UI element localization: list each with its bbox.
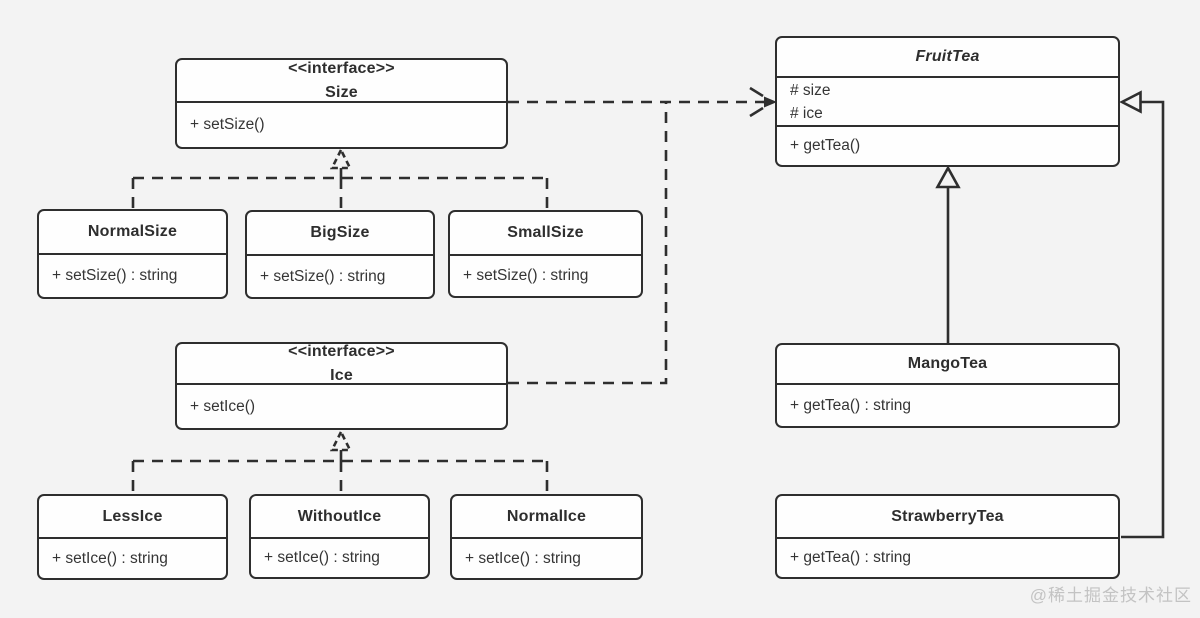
realization-tree-ice [131, 450, 549, 493]
watermark-text: @稀土掘金技术社区 [1029, 586, 1192, 605]
realization-tree-size [131, 168, 549, 211]
method-label: + getTea() : string [790, 396, 912, 414]
attribute-label: # ice [790, 104, 823, 122]
class-box-normalsize: NormalSize + setSize() : string [37, 209, 228, 299]
method-label: + setIce() [190, 397, 256, 415]
class-name: Ice [330, 366, 353, 384]
method-label: + setSize() : string [463, 267, 589, 284]
generalization-arrowhead-mangotea [935, 165, 961, 189]
realization-arrowhead-size [329, 147, 353, 170]
class-name: WithoutIce [297, 507, 382, 525]
method-label: + setIce() : string [52, 549, 168, 567]
class-name: NormalSize [87, 223, 178, 241]
dependency-ice-to-fruittea [508, 102, 668, 385]
class-name: MangoTea [907, 355, 988, 373]
stereotype-label: <<interface>> [288, 60, 395, 78]
generalization-arrowhead-strawberrytea [1119, 90, 1142, 114]
class-box-bigsize: BigSize + setSize() : string [245, 210, 435, 299]
attribute-label: # size [790, 81, 831, 99]
method-label: + getTea() [790, 137, 861, 154]
class-name: NormalIce [506, 507, 587, 525]
stereotype-label: <<interface>> [288, 343, 395, 361]
class-box-ice-interface: <<interface>> Ice + setIce() [175, 342, 508, 430]
realization-arrowhead-ice [329, 429, 353, 452]
method-label: + getTea() : string [790, 549, 912, 566]
method-label: + setSize() : string [260, 267, 386, 285]
dependency-arrowhead [764, 96, 777, 108]
class-name: SmallSize [507, 224, 584, 242]
class-box-smallsize: SmallSize + setSize() : string [448, 210, 643, 298]
class-name: FruitTea [915, 48, 980, 66]
class-box-fruittea: FruitTea # size # ice + getTea() [775, 36, 1120, 167]
class-box-normalice: NormalIce + setIce() : string [450, 494, 643, 580]
class-box-mangotea: MangoTea + getTea() : string [775, 343, 1120, 428]
method-label: + setSize() [190, 116, 265, 133]
class-box-withoutice: WithoutIce + setIce() : string [249, 494, 430, 579]
method-label: + setIce() : string [465, 549, 581, 567]
class-box-strawberrytea: StrawberryTea + getTea() : string [775, 494, 1120, 579]
class-name: BigSize [310, 224, 370, 242]
class-name: LessIce [102, 507, 163, 525]
generalization-strawberrytea-line [1121, 100, 1165, 539]
class-name: Size [325, 83, 358, 101]
class-box-size-interface: <<interface>> Size + setSize() [175, 58, 508, 149]
class-name: StrawberryTea [891, 507, 1004, 525]
class-box-lessice: LessIce + setIce() : string [37, 494, 228, 580]
dependency-arrow-vee [749, 86, 764, 118]
method-label: + setIce() : string [264, 549, 380, 566]
method-label: + setSize() : string [52, 267, 178, 284]
